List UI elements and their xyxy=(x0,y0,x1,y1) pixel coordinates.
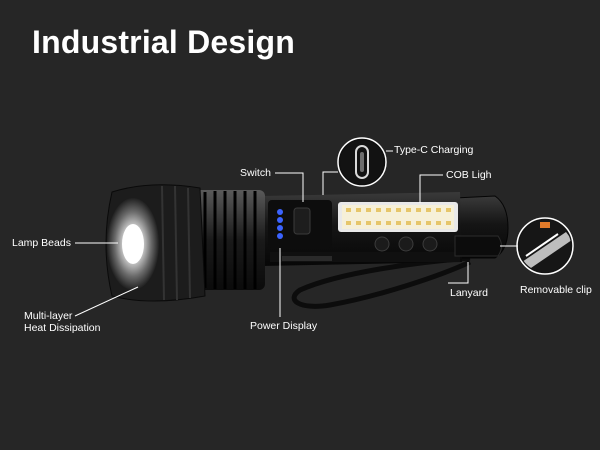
lanyard-cord xyxy=(291,255,472,309)
removable-clip-label: Removable clip xyxy=(520,284,592,296)
power-display-label: Power Display xyxy=(250,320,318,332)
multi-layer-label-line2: Heat Dissipation xyxy=(24,322,101,334)
power-indicator-dots xyxy=(277,209,283,239)
cob-light-label: COB Ligh xyxy=(446,169,492,181)
type-c-charging-label: Type-C Charging xyxy=(394,144,474,156)
callout-lines xyxy=(74,150,518,317)
cob-light-strip xyxy=(338,202,458,232)
multi-layer-label: Multi-layer Heat Dissipation xyxy=(24,310,100,334)
cooling-fins xyxy=(195,190,265,290)
switch-label: Switch xyxy=(240,167,271,179)
body-clip xyxy=(454,235,502,257)
lanyard-label: Lanyard xyxy=(450,287,488,299)
page-title: Industrial Design xyxy=(32,24,295,60)
side-buttons xyxy=(374,236,438,252)
multi-layer-label-line1: Multi-layer xyxy=(24,310,73,322)
lamp-beads-label: Lamp Beads xyxy=(12,237,71,249)
